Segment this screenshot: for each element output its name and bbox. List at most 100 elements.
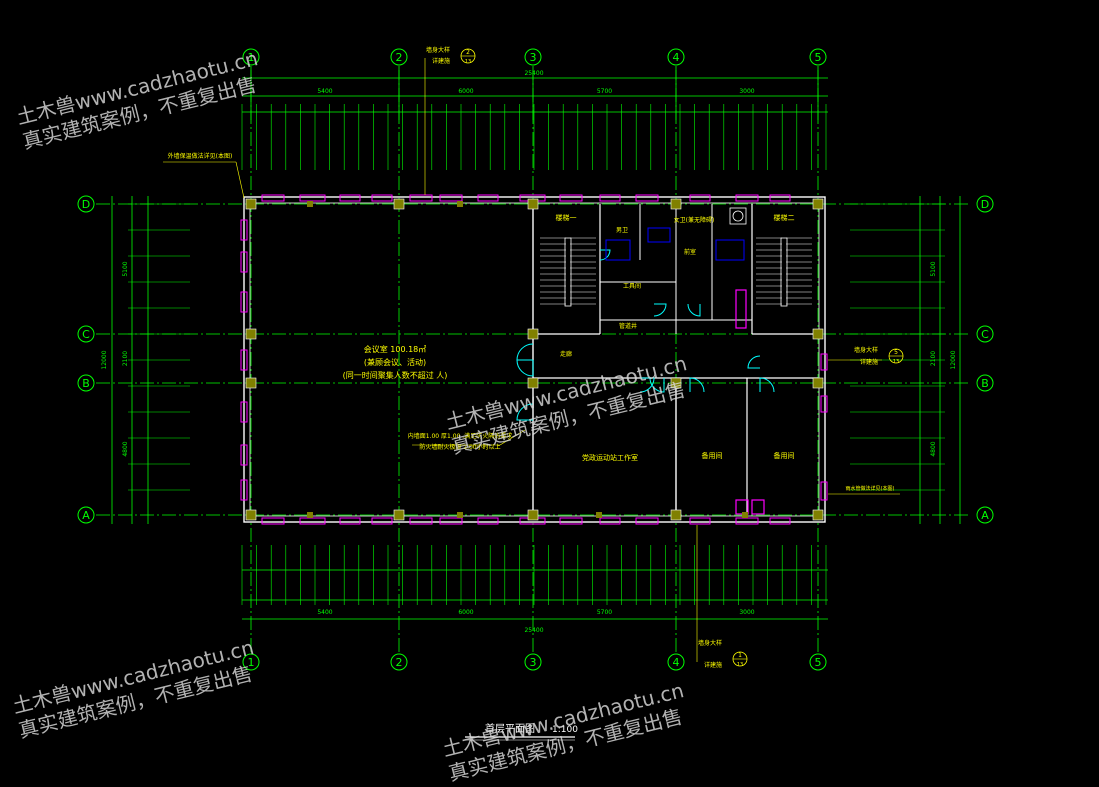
window-layer: [240, 194, 828, 525]
window-left-4: [240, 401, 248, 423]
axis-label-top-5: 5: [815, 51, 822, 64]
door-office-5: [759, 377, 775, 393]
callout-top-sheet: 13: [465, 59, 471, 65]
drawing-scale: 1:100: [552, 725, 578, 735]
column: [527, 377, 539, 389]
window-bottom-5: [439, 517, 463, 525]
axis-label-bottom-3: 3: [530, 656, 537, 669]
exterior-wall-inner: [249, 202, 820, 517]
window-bottom-9: [599, 517, 621, 525]
window-left-5: [240, 444, 248, 466]
dim-span-top-2: 5700: [597, 88, 612, 95]
window-top-13: [769, 194, 791, 202]
axis-bubble-top-2: [390, 48, 408, 66]
axis-label-top-2: 2: [396, 51, 403, 64]
window-bottom-12: [735, 517, 759, 525]
column-small: [307, 512, 313, 518]
room-label-office-center: 党政运动站工作室: [582, 453, 638, 462]
door-office-4: [689, 377, 705, 393]
axis-label-bottom-1: 1: [248, 656, 255, 669]
duct-2: [751, 499, 765, 515]
window-left-1: [240, 251, 248, 273]
axis-bubble-right-A: [976, 506, 994, 524]
duct-1: [735, 499, 749, 515]
dim-row-part-left-1: 2100: [122, 351, 129, 366]
window-right-0: [820, 353, 828, 371]
door-wc-f: [687, 303, 701, 317]
door-meeting-2: [516, 359, 534, 377]
axis-label-bottom-4: 4: [673, 656, 680, 669]
room-label-office-4: 备用间: [702, 451, 723, 460]
column: [812, 198, 824, 210]
column: [393, 509, 405, 521]
axis-label-right-B: B: [981, 377, 989, 390]
window-top-6: [477, 194, 499, 202]
axis-label-left-C: C: [82, 328, 90, 341]
callout-bottom-no: 1: [738, 652, 742, 659]
meeting-room-label-1: (兼顾会议、活动): [364, 357, 426, 367]
column: [245, 198, 257, 210]
window-bottom-10: [635, 517, 659, 525]
column: [812, 377, 824, 389]
column-small: [742, 512, 748, 518]
stair1-handrail: [564, 237, 572, 307]
door-layer: [516, 249, 775, 421]
dim-span-top-1: 6000: [458, 88, 473, 95]
fixture-2: [647, 227, 671, 243]
dim-span-bottom-0: 5400: [317, 609, 332, 616]
window-bottom-13: [769, 517, 791, 525]
callout-bottom-title: 墙身大样: [698, 639, 722, 647]
axis-bubble-bottom-1: [242, 653, 260, 671]
window-top-8: [559, 194, 583, 202]
window-top-12: [735, 194, 759, 202]
axis-bubble-bottom-2: [390, 653, 408, 671]
axis-label-left-B: B: [82, 377, 90, 390]
door-wc-m: [653, 303, 667, 317]
window-bottom-1: [299, 517, 326, 525]
column-small: [307, 201, 313, 207]
dim-span-bottom-2: 5700: [597, 609, 612, 616]
door-office-center-2: [649, 377, 665, 393]
column: [670, 377, 682, 389]
column-small: [457, 201, 463, 207]
room-label-wc-f: 女卫(兼无障碍): [674, 216, 715, 224]
window-top-1: [299, 194, 326, 202]
column-small: [457, 512, 463, 518]
window-right-1: [820, 395, 828, 413]
column: [812, 509, 824, 521]
fixture-3: [715, 239, 745, 261]
window-top-3: [371, 194, 393, 202]
door-stair1: [599, 249, 611, 261]
window-left-6: [240, 479, 248, 501]
meeting-room-label-2: (同一时间聚集人数不超过 人): [343, 370, 448, 380]
column: [393, 198, 405, 210]
column: [670, 198, 682, 210]
axis-bubble-top-5: [809, 48, 827, 66]
room-label-office-5: 备用间: [774, 451, 795, 460]
callout-left-leader-2: [235, 161, 245, 199]
drawing-title: 首层平面图: [485, 722, 535, 735]
column: [527, 328, 539, 340]
leader-line: [499, 429, 526, 446]
axis-bubble-bottom-5: [809, 653, 827, 671]
fixture-1: [605, 239, 631, 261]
window-bottom-2: [339, 517, 361, 525]
axis-label-top-3: 3: [530, 51, 537, 64]
axis-grid-layer: [77, 48, 994, 671]
door-meeting-1: [516, 343, 534, 361]
dim-span-bottom-1: 6000: [458, 609, 473, 616]
room-label-anteroom: 前室: [684, 248, 696, 256]
window-left-2: [240, 291, 248, 313]
dim-row-part-left-0: 5100: [122, 261, 129, 276]
dim-total-right: 12000: [950, 350, 957, 369]
axis-bubble-left-C: [77, 325, 95, 343]
callout-right-sub: 详建施: [860, 358, 878, 366]
toilet-bowl: [732, 210, 744, 222]
door-corridor-east: [747, 355, 761, 369]
wall-layer: [243, 196, 826, 523]
callout-top-title: 墙身大样: [426, 46, 450, 54]
column: [245, 328, 257, 340]
room-label-corridor: 走廊: [560, 350, 572, 358]
